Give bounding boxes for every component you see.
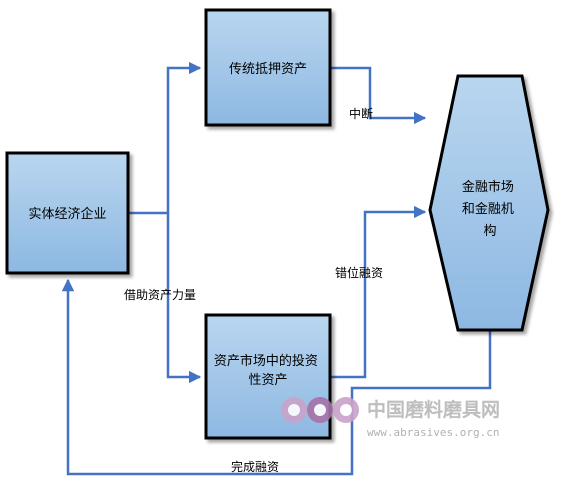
- financial-label: 金融市场 和金融机 构: [462, 179, 518, 239]
- investment-label: 资产市场中的投资 性资产: [214, 353, 322, 388]
- financial-label-line1: 金融市场: [462, 179, 514, 195]
- watermark-logo: [281, 397, 359, 423]
- watermark: 中国磨料磨具网 www.abrasives.org.cn: [281, 397, 500, 439]
- investment-label-line2: 性资产: [248, 373, 287, 388]
- edge-label-complete: 完成融资: [231, 459, 279, 474]
- financial-label-line3: 构: [483, 224, 496, 239]
- edge-label-borrow: 借助资产力量: [124, 288, 196, 302]
- edge-interrupt: [330, 66, 427, 125]
- investment-label-line1: 资产市场中的投资: [214, 353, 318, 369]
- edge-label-interrupt: 中断: [349, 106, 373, 121]
- node-collateral: 传统抵押资产: [204, 8, 332, 127]
- edge-label-mismatch: 错位融资: [335, 265, 383, 280]
- connectors: [61, 61, 492, 476]
- edge-to-investment: [166, 213, 202, 384]
- collateral-label: 传统抵押资产: [229, 62, 307, 77]
- watermark-url: www.abrasives.org.cn: [367, 426, 499, 439]
- enterprise-label: 实体经济企业: [28, 206, 106, 222]
- edge-complete: [61, 278, 492, 476]
- node-investment: 资产市场中的投资 性资产: [204, 313, 332, 440]
- edge-mismatch: [330, 205, 427, 379]
- edge-to-collateral: [166, 61, 202, 213]
- node-enterprise: 实体经济企业: [5, 151, 130, 275]
- financial-label-line2: 和金融机: [462, 201, 514, 217]
- watermark-site-name: 中国磨料磨具网: [367, 398, 500, 421]
- node-financial: 金融市场 和金融机 构: [428, 74, 550, 332]
